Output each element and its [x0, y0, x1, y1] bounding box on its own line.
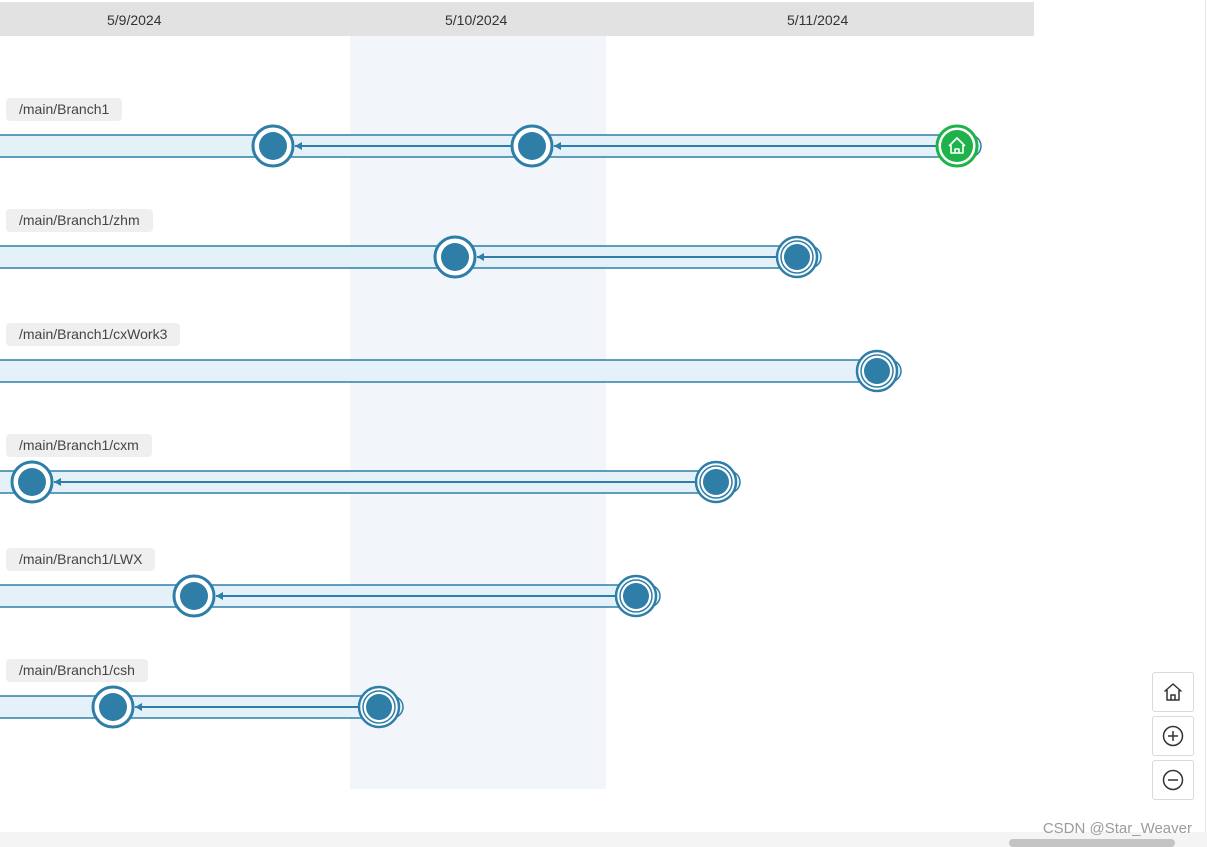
horizontal-scrollbar-track[interactable]	[0, 832, 1207, 847]
home-icon	[1164, 683, 1182, 701]
branch-label-zhm: /main/Branch1/zhm	[6, 209, 153, 232]
commit-node	[259, 132, 287, 160]
zoom-out-button[interactable]	[1152, 760, 1194, 800]
commit-link-arrow	[135, 703, 142, 711]
latest-commit-node	[366, 694, 392, 720]
commit-node	[180, 582, 208, 610]
date-header: 5/9/2024 5/10/2024 5/11/2024	[0, 2, 1034, 36]
latest-commit-inner-ring	[860, 354, 894, 388]
commit-node	[99, 693, 127, 721]
branch-label-cxwork3: /main/Branch1/cxWork3	[6, 323, 181, 346]
branch-label-lwx: /main/Branch1/LWX	[6, 548, 156, 571]
panel-border	[1205, 0, 1206, 847]
head-commit-node	[941, 130, 973, 162]
commit-link-arrow	[216, 592, 223, 600]
branch-lane-5	[0, 685, 404, 729]
commit-link-arrow	[554, 142, 561, 150]
commit-link-arrow	[54, 478, 61, 486]
home-button[interactable]	[1152, 672, 1194, 712]
zoom-in-button[interactable]	[1152, 716, 1194, 756]
latest-commit-inner-ring	[780, 240, 814, 274]
latest-commit-node	[784, 244, 810, 270]
watermark: CSDN @Star_Weaver	[1042, 820, 1192, 837]
latest-commit-node	[864, 358, 890, 384]
commit-node	[518, 132, 546, 160]
date-label-0: 5/9/2024	[107, 12, 162, 28]
zoom-in-icon	[1162, 725, 1184, 747]
commit-node	[18, 468, 46, 496]
commit-node	[441, 243, 469, 271]
commit-link-arrow	[295, 142, 302, 150]
highlighted-date-column	[350, 2, 606, 789]
branch-label-branch1: /main/Branch1	[6, 98, 123, 121]
horizontal-scrollbar-thumb[interactable]	[1009, 839, 1175, 847]
latest-commit-node	[623, 583, 649, 609]
branch-lane-1	[0, 235, 822, 279]
commit-link-arrow	[477, 253, 484, 261]
latest-commit-inner-ring	[362, 690, 396, 724]
branch-lane-4	[0, 574, 661, 618]
date-label-1: 5/10/2024	[445, 12, 508, 28]
branch-label-csh: /main/Branch1/csh	[6, 659, 148, 682]
latest-commit-inner-ring	[619, 579, 653, 613]
latest-commit-inner-ring	[699, 465, 733, 499]
zoom-out-icon	[1162, 769, 1184, 791]
branch-lane-0	[0, 124, 982, 168]
latest-commit-node	[703, 469, 729, 495]
branch-lane-2	[0, 349, 902, 393]
home-marker-icon	[948, 137, 966, 154]
lane-body	[0, 359, 878, 383]
date-label-2: 5/11/2024	[787, 12, 849, 28]
branch-lane-3	[0, 460, 741, 504]
branch-label-cxm: /main/Branch1/cxm	[6, 434, 152, 457]
